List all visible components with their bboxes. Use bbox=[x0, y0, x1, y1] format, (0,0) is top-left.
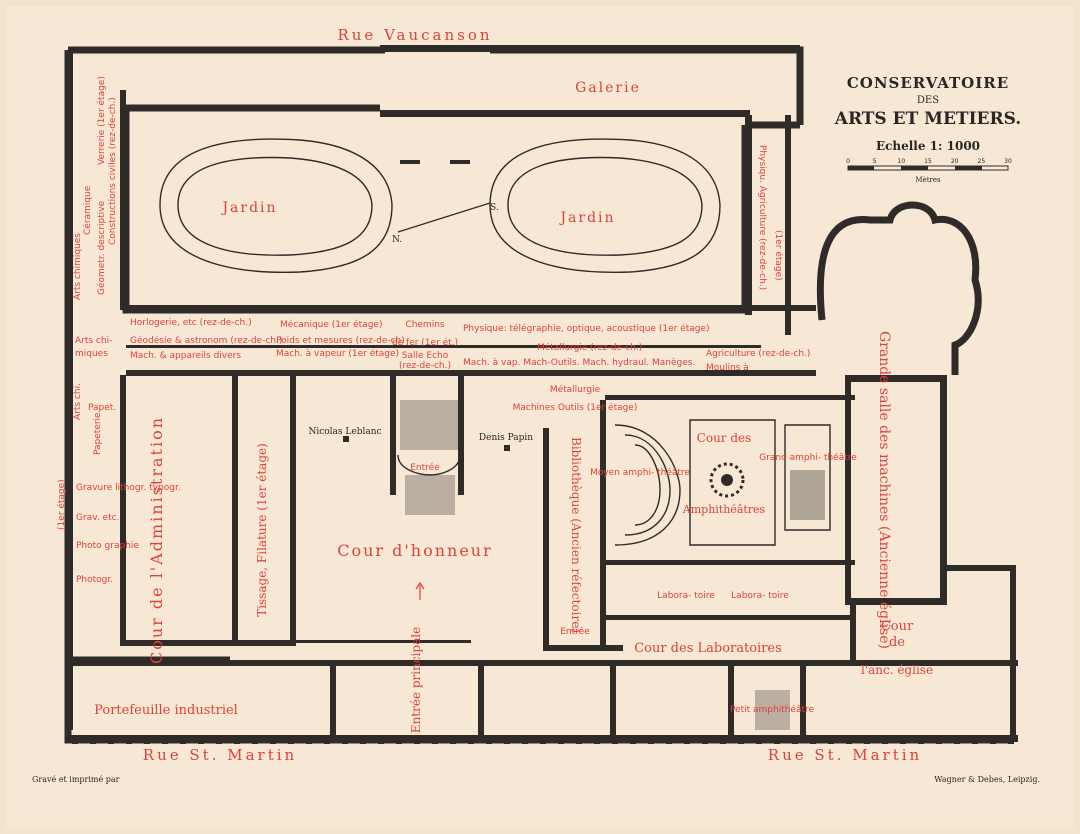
garden-paths bbox=[159, 138, 721, 273]
label-mecanique: Mécanique (1er étage) bbox=[280, 319, 382, 330]
label-cour-laboratoires: Cour des Laboratoires bbox=[634, 641, 782, 656]
label-papet: Papet. bbox=[88, 403, 116, 413]
title-line2: DES bbox=[917, 95, 939, 106]
credit-wagner: Wagner & Debes, Leipzig. bbox=[934, 775, 1040, 784]
label-bibliotheque: Bibliothèque (Ancien réfectoire) bbox=[569, 437, 583, 633]
label-tissage: Tissage, Filature (1er étage) bbox=[255, 443, 269, 617]
scale-tick-label: 15 bbox=[924, 158, 932, 165]
label-ceramique: Céramique bbox=[82, 185, 93, 235]
credit-grave: Gravé et imprimé par bbox=[32, 775, 120, 784]
label-grande-salle: Grande salle des machines (Ancienne égli… bbox=[876, 331, 892, 649]
label-cour-eglise-1: Cour bbox=[881, 619, 914, 634]
label-constructions: Constructions civiles (rez-de-ch.) bbox=[108, 97, 118, 245]
label-arts-chi2: Arts chi. bbox=[73, 383, 83, 420]
street-rue-st-martin-left: Rue St. Martin bbox=[143, 746, 297, 764]
scale-tick-label: 20 bbox=[951, 158, 959, 165]
label-premier-etage-2: (1er étage) bbox=[56, 479, 67, 530]
label-agriculture2: Agriculture (rez-de-ch.) bbox=[706, 349, 810, 359]
label-metallurgie-2: Métallurgie bbox=[550, 384, 601, 395]
paper bbox=[6, 6, 1074, 828]
label-gravure: Gravure lithogr. typogr. bbox=[76, 483, 181, 493]
label-entree-1: Entrée bbox=[410, 462, 440, 473]
label-geometrie: Géometr. descriptive bbox=[96, 200, 107, 295]
label-arts-chi-mi: Arts chi- bbox=[75, 336, 112, 346]
label-nicolas-leblanc: Nicolas Leblanc bbox=[308, 427, 381, 437]
label-portefeuille: Portefeuille industriel bbox=[94, 703, 238, 718]
label-poids: Poids et mesures (rez-de-ch) bbox=[276, 336, 405, 346]
title-line1: CONSERVATOIRE bbox=[847, 74, 1009, 92]
label-arts-miques: miques bbox=[75, 349, 108, 359]
label-cour-amphi-2: Amphithéâtres bbox=[682, 503, 766, 516]
label-physique-agri: Physiqu. Agriculture (rez-de-ch.) bbox=[757, 145, 767, 290]
label-mach-outils-row: Mach. à vap. Mach-Outils. Mach. hydraul.… bbox=[463, 357, 695, 368]
scale-ticks: 0 5 10 15 20 25 30 bbox=[846, 158, 1012, 165]
scale-unit: Mètres bbox=[915, 176, 941, 184]
compass: N. S. bbox=[392, 203, 499, 245]
scale-tick-label: 10 bbox=[898, 158, 906, 165]
label-horlogerie: Horlogerie, etc (rez-de-ch.) bbox=[130, 318, 252, 328]
scale-text: Echelle 1: 1000 bbox=[876, 139, 980, 153]
label-grand-amphi: Grand amphi- théâtre bbox=[759, 452, 857, 463]
label-machines-outils: Machines Outils (1er étage) bbox=[513, 402, 638, 413]
label-jardin-left: Jardin bbox=[220, 200, 277, 216]
label-metallurgie-row: Métallurgie (rez-de-ch.) bbox=[537, 342, 642, 353]
scale-tick-label: 25 bbox=[978, 158, 986, 165]
statues bbox=[343, 436, 510, 451]
title-block: CONSERVATOIRE DES ARTS ET METIERS. Echel… bbox=[834, 74, 1021, 184]
label-cour-amphi-1: Cour des bbox=[697, 431, 752, 445]
label-arts-chimiques: Arts chimiques bbox=[73, 233, 83, 300]
label-mach-vapeur: Mach. à vapeur (1er étage) bbox=[276, 348, 399, 359]
scale-tick-label: 30 bbox=[1004, 158, 1012, 165]
label-salle-echo-2: (rez-de-ch.) bbox=[399, 361, 451, 371]
scale-bar bbox=[847, 165, 1009, 171]
compass-north: N. bbox=[392, 235, 402, 245]
statue-denis-papin bbox=[504, 445, 510, 451]
label-cour-eglise-2: de bbox=[889, 635, 905, 650]
label-salle-echo: Salle Echo bbox=[402, 351, 449, 361]
label-photogr: Photogr. bbox=[76, 575, 113, 585]
label-photo: Photo graphie bbox=[76, 541, 139, 551]
label-denis-papin: Denis Papin bbox=[479, 433, 533, 443]
scale-tick-label: 0 bbox=[846, 158, 850, 165]
label-moyen-amphi: Moyen amphi- théâtre bbox=[590, 467, 690, 478]
label-chemins: Chemins bbox=[405, 320, 444, 330]
label-de-fer: de fer (1er ét.) bbox=[392, 337, 458, 348]
label-cour-administration: Cour de l'Administration bbox=[147, 416, 166, 664]
entrance-arrow bbox=[415, 581, 425, 600]
label-galerie: Galerie bbox=[575, 80, 641, 96]
label-jardin-right: Jardin bbox=[558, 210, 615, 226]
label-cour-eglise-3: l'anc. église bbox=[861, 663, 933, 677]
street-rue-st-martin-right: Rue St. Martin bbox=[768, 746, 922, 764]
streets: Rue Vaucanson Rue St. Martin Rue St. Mar… bbox=[143, 26, 922, 764]
label-grav-etc: Grav. etc. bbox=[76, 513, 119, 523]
label-premier-etage: (1er étage) bbox=[773, 230, 784, 281]
label-labo-2: Labora- toire bbox=[731, 591, 789, 601]
room-labels: Galerie Jardin Jardin Physiqu. Agricultu… bbox=[56, 76, 933, 733]
statue-nicolas-leblanc bbox=[343, 436, 349, 442]
label-cour-honneur: Cour d'honneur bbox=[337, 541, 493, 560]
label-labo-1: Labora- toire bbox=[657, 591, 715, 601]
label-papeterie: Papeterie bbox=[93, 412, 103, 455]
scale-tick-label: 5 bbox=[873, 158, 877, 165]
label-geodesie: Géodésie & astronom (rez-de-ch.) bbox=[130, 335, 282, 346]
label-mach-app: Mach. & appareils divers bbox=[130, 351, 241, 361]
label-entree-principale: Entrée principale bbox=[409, 627, 423, 733]
street-rue-vaucanson: Rue Vaucanson bbox=[337, 26, 492, 44]
label-entree-2: Entrée bbox=[560, 626, 590, 637]
label-physique-tel: Physique: télégraphie, optique, acoustiq… bbox=[463, 323, 710, 334]
label-verrerie: Verrerie (1er étage) bbox=[96, 76, 107, 165]
label-moulins: Moulins à bbox=[706, 363, 749, 373]
compass-south: S. bbox=[490, 203, 499, 213]
building-walls bbox=[64, 44, 1018, 747]
label-petit-amphi: Petit amphithéâtre bbox=[730, 704, 815, 715]
credits: Gravé et imprimé par Wagner & Debes, Lei… bbox=[32, 775, 1040, 784]
title-line3: ARTS ET METIERS. bbox=[834, 109, 1021, 129]
amphitheatre-details bbox=[397, 400, 831, 730]
